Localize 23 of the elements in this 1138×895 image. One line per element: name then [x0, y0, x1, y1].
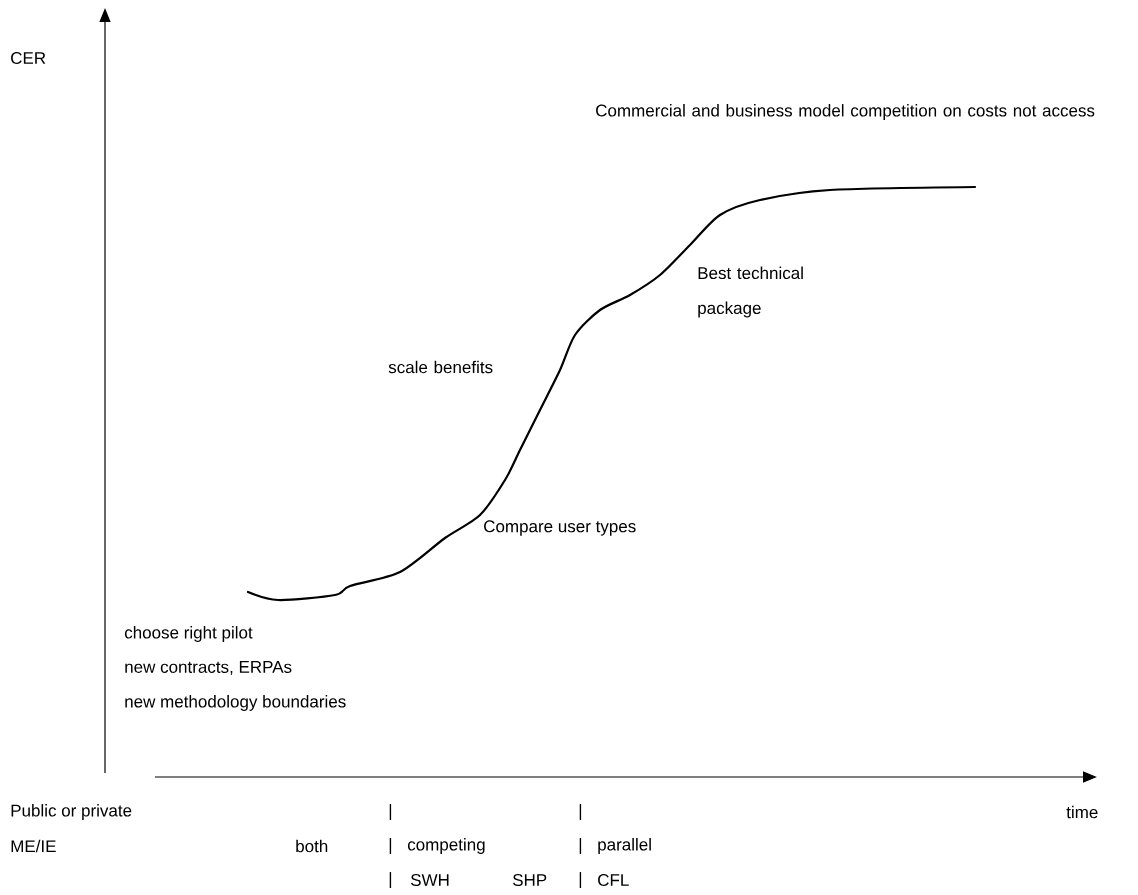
annotation-text: Compare user types: [484, 520, 636, 536]
row-label: ME/IE: [11, 839, 56, 853]
category-text: CFL: [598, 874, 629, 887]
annotation-text: choose right pilot: [124, 626, 253, 642]
row-label: Public or private: [11, 804, 132, 820]
axis-label: time: [1066, 805, 1098, 819]
separator-mark: |: [579, 804, 582, 820]
category-text: both: [296, 839, 328, 853]
separator-mark: |: [389, 872, 392, 888]
annotation-text: Commercial and business model competition on costs not access: [596, 104, 1095, 120]
separator-mark: |: [579, 838, 582, 854]
category-text: parallel: [598, 838, 651, 854]
category-text: SWH: [410, 874, 449, 887]
separator-mark: |: [389, 838, 392, 854]
separator-mark: |: [389, 804, 392, 820]
separator-mark: |: [579, 872, 582, 888]
annotation-text: new methodology boundaries: [125, 695, 346, 711]
category-text: competing: [407, 838, 485, 854]
annotation-text: Best technical package: [698, 266, 803, 318]
annotation-text: scale benefits: [388, 360, 493, 374]
axis-label: CER: [11, 52, 46, 65]
category-text: SHP: [512, 874, 547, 887]
annotation-text: new contracts, ERPAs: [125, 661, 292, 675]
